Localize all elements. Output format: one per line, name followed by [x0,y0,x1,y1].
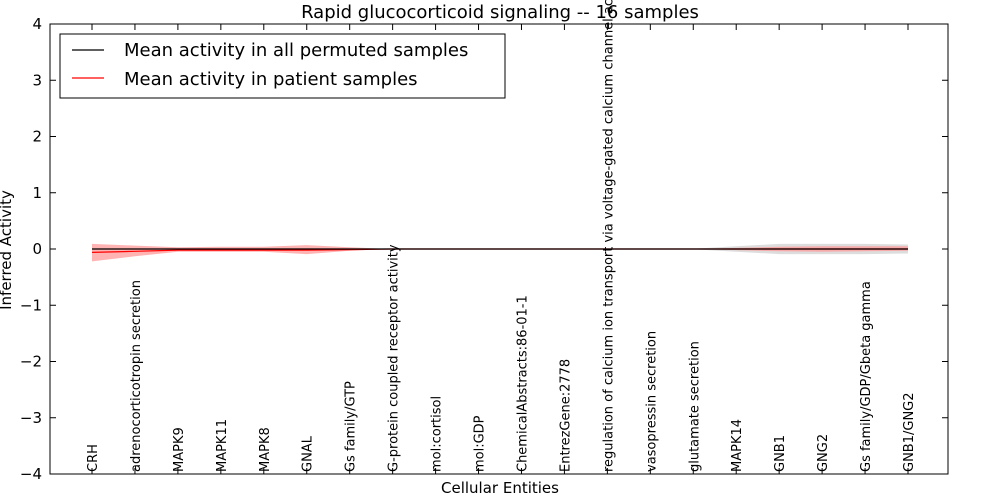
x-category-label: MAPK9 [172,427,187,472]
x-category-label: GNAL [301,435,316,472]
x-category-label: MAPK11 [215,419,230,472]
x-category-label: CRH [86,444,101,472]
x-category-label: adrenocorticotropin secretion [129,280,144,472]
x-category-label: GNB1/GNG2 [902,392,917,472]
x-category-label: glutamate secretion [687,341,702,472]
plot-bands [92,243,908,262]
x-category-label: vasopressin secretion [644,331,659,472]
y-tick-label: 2 [32,128,42,146]
legend-label-permuted: Mean activity in all permuted samples [124,40,468,61]
x-category-label: MAPK14 [730,419,745,472]
legend: Mean activity in all permuted samples Me… [59,33,506,99]
y-tick-label: −3 [20,409,42,427]
x-category-label: mol:cortisol [430,396,445,472]
y-tick-label: −4 [20,465,42,483]
y-tick-label: −2 [20,353,42,371]
x-category-label: Gs family/GDP/Gbeta gamma [859,281,874,472]
x-category-label: Gs family/GTP [344,381,359,472]
x-category-label: GNB1 [773,435,788,472]
y-tick-label: 3 [32,71,42,89]
x-category-label: regulation of calcium ion transport via … [601,0,616,472]
x-category-label: GNG2 [816,434,831,472]
y-tick-label: −1 [20,296,42,314]
x-axis-label: Cellular Entities [441,479,559,497]
legend-label-patient: Mean activity in patient samples [124,69,418,90]
x-category-label: EntrezGene:2778 [558,359,573,472]
x-category-label: MAPK8 [258,427,273,472]
y-axis-label: Inferred Activity [0,190,15,310]
y-tick-label: 1 [32,184,42,202]
y-tick-label: 0 [32,240,42,258]
y-tick-label: 4 [32,15,42,33]
legend-box [59,33,506,99]
x-category-label: ChemicalAbstracts:86-01-1 [515,295,530,472]
x-category-label: mol:GDP [473,415,488,472]
chart-title: Rapid glucocorticoid signaling -- 16 sam… [301,2,699,23]
x-category-label: G-protein coupled receptor activity [387,244,402,472]
plot-lines [91,248,908,253]
series-1-band [92,243,908,262]
y-axis: 4 3 2 1 0 −1 −2 −3 −4 [20,15,948,483]
